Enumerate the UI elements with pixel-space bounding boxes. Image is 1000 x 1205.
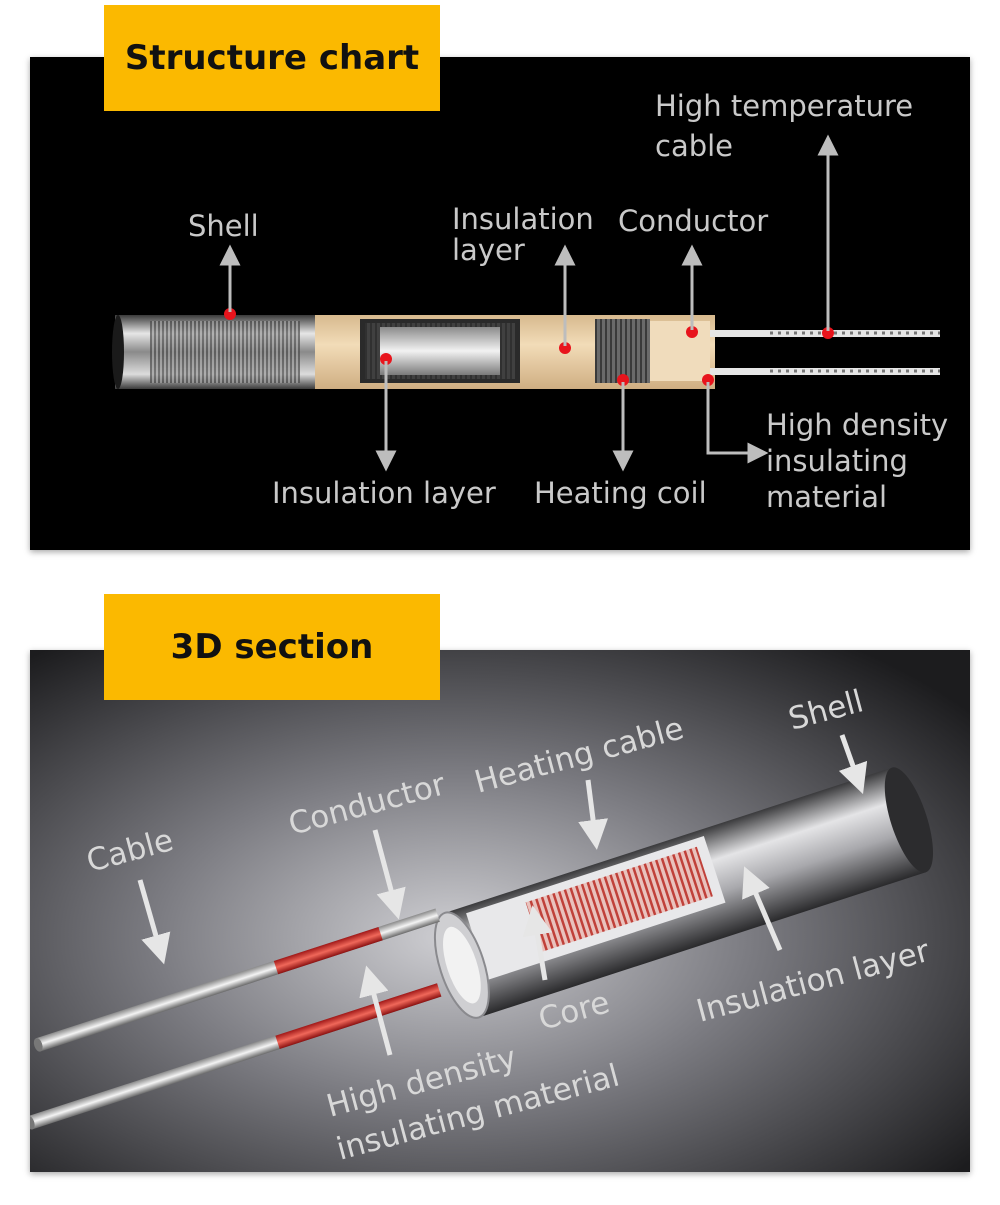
3d-section-tag: 3D section: [104, 594, 440, 700]
label-density-1: High density: [766, 408, 948, 442]
label-insulation-top-1: Insulation: [452, 202, 594, 236]
heater-tube: [433, 767, 934, 1019]
3d-section-diagram: Shell Heating cable Conductor Cable Core…: [30, 650, 970, 1172]
structure-chart-panel: Shell Insulation layer Conductor High te…: [30, 57, 970, 550]
shell-tube: [112, 315, 315, 389]
label-density-3: material: [766, 480, 887, 514]
leader-arrows: [219, 134, 839, 472]
structure-chart-tag: Structure chart: [104, 5, 440, 111]
label-shell: Shell: [188, 209, 259, 243]
label-cable-2: cable: [655, 129, 733, 163]
label-density-2: insulating: [766, 444, 908, 478]
3d-section-panel: Shell Heating cable Conductor Cable Core…: [30, 650, 970, 1172]
ceramic-body: [315, 315, 715, 389]
pointer-arrows: [137, 734, 868, 1056]
label-insulation-top-2: layer: [452, 233, 525, 267]
marker-dots: [224, 308, 834, 386]
label-conductor: Conductor: [618, 204, 768, 238]
label-cable-1: High temperature: [655, 89, 913, 123]
structure-diagram: Shell Insulation layer Conductor High te…: [112, 89, 948, 514]
cable-wires: [30, 908, 442, 1130]
label-insulation-bottom: Insulation layer: [272, 476, 496, 510]
label-heating-coil: Heating coil: [534, 476, 707, 510]
